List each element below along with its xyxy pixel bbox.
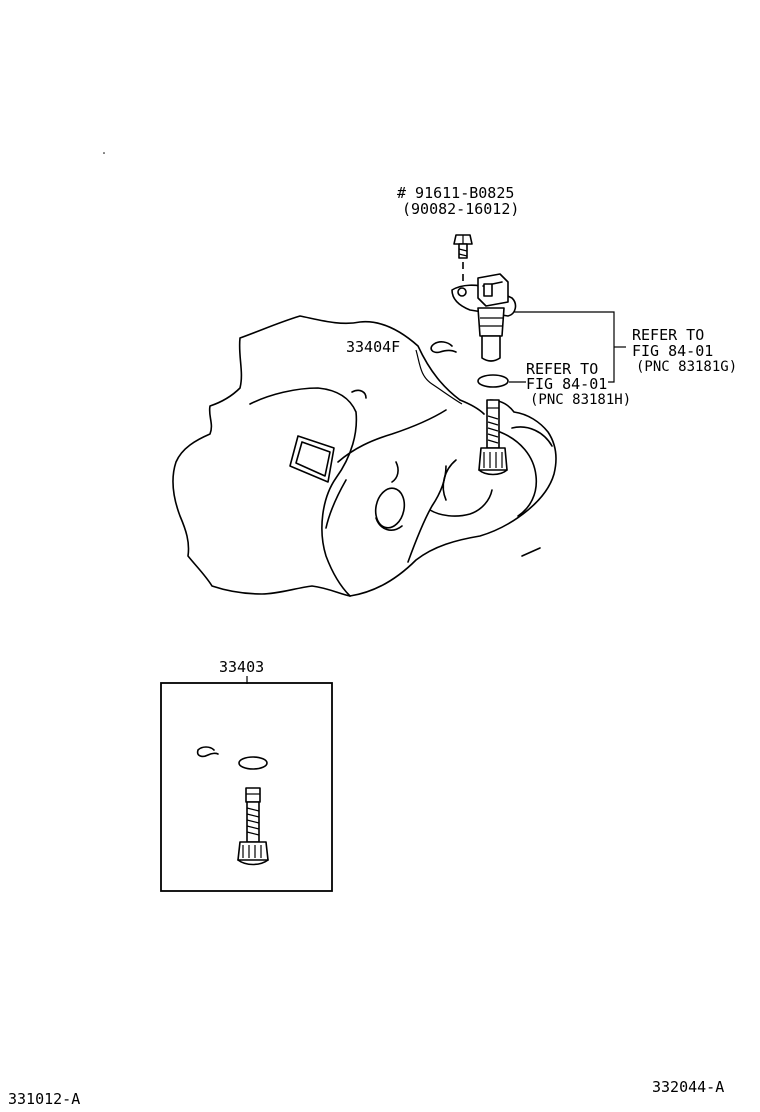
speed-sensor (451, 273, 517, 362)
driven-gear-installed (478, 399, 508, 476)
footer-left-code: 331012-A (8, 1090, 80, 1108)
stray-dot (103, 152, 105, 154)
bolt-alt-part-number: (90082-16012) (402, 200, 519, 218)
kit-box: 33403 (160, 658, 333, 892)
bolt-part-number: # 91611-B0825 (397, 184, 514, 202)
footer-right-code: 332044-A (652, 1078, 724, 1096)
bolt (453, 234, 473, 284)
clip (430, 341, 457, 354)
oring-refer-line-2: FIG 84-01 (526, 375, 607, 393)
clip-leader (415, 349, 463, 405)
sensor-refer-line-2: FIG 84-01 (632, 342, 713, 360)
leader-lines (509, 311, 626, 383)
sensor-refer-line-3: (PNC 83181G) (636, 359, 737, 375)
kit-o-ring (238, 756, 268, 770)
oring-refer-line-3: (PNC 83181H) (530, 392, 631, 408)
o-ring-installed (477, 374, 509, 388)
kit-driven-gear (237, 787, 269, 866)
kit-clip (196, 746, 219, 758)
sensor-refer-line-1: REFER TO (632, 326, 704, 344)
clip-part-number: 33404F (346, 338, 400, 356)
oring-refer-line-1: REFER TO (526, 360, 598, 378)
kit-part-number: 33403 (219, 658, 264, 676)
transaxle-housing (172, 315, 557, 597)
